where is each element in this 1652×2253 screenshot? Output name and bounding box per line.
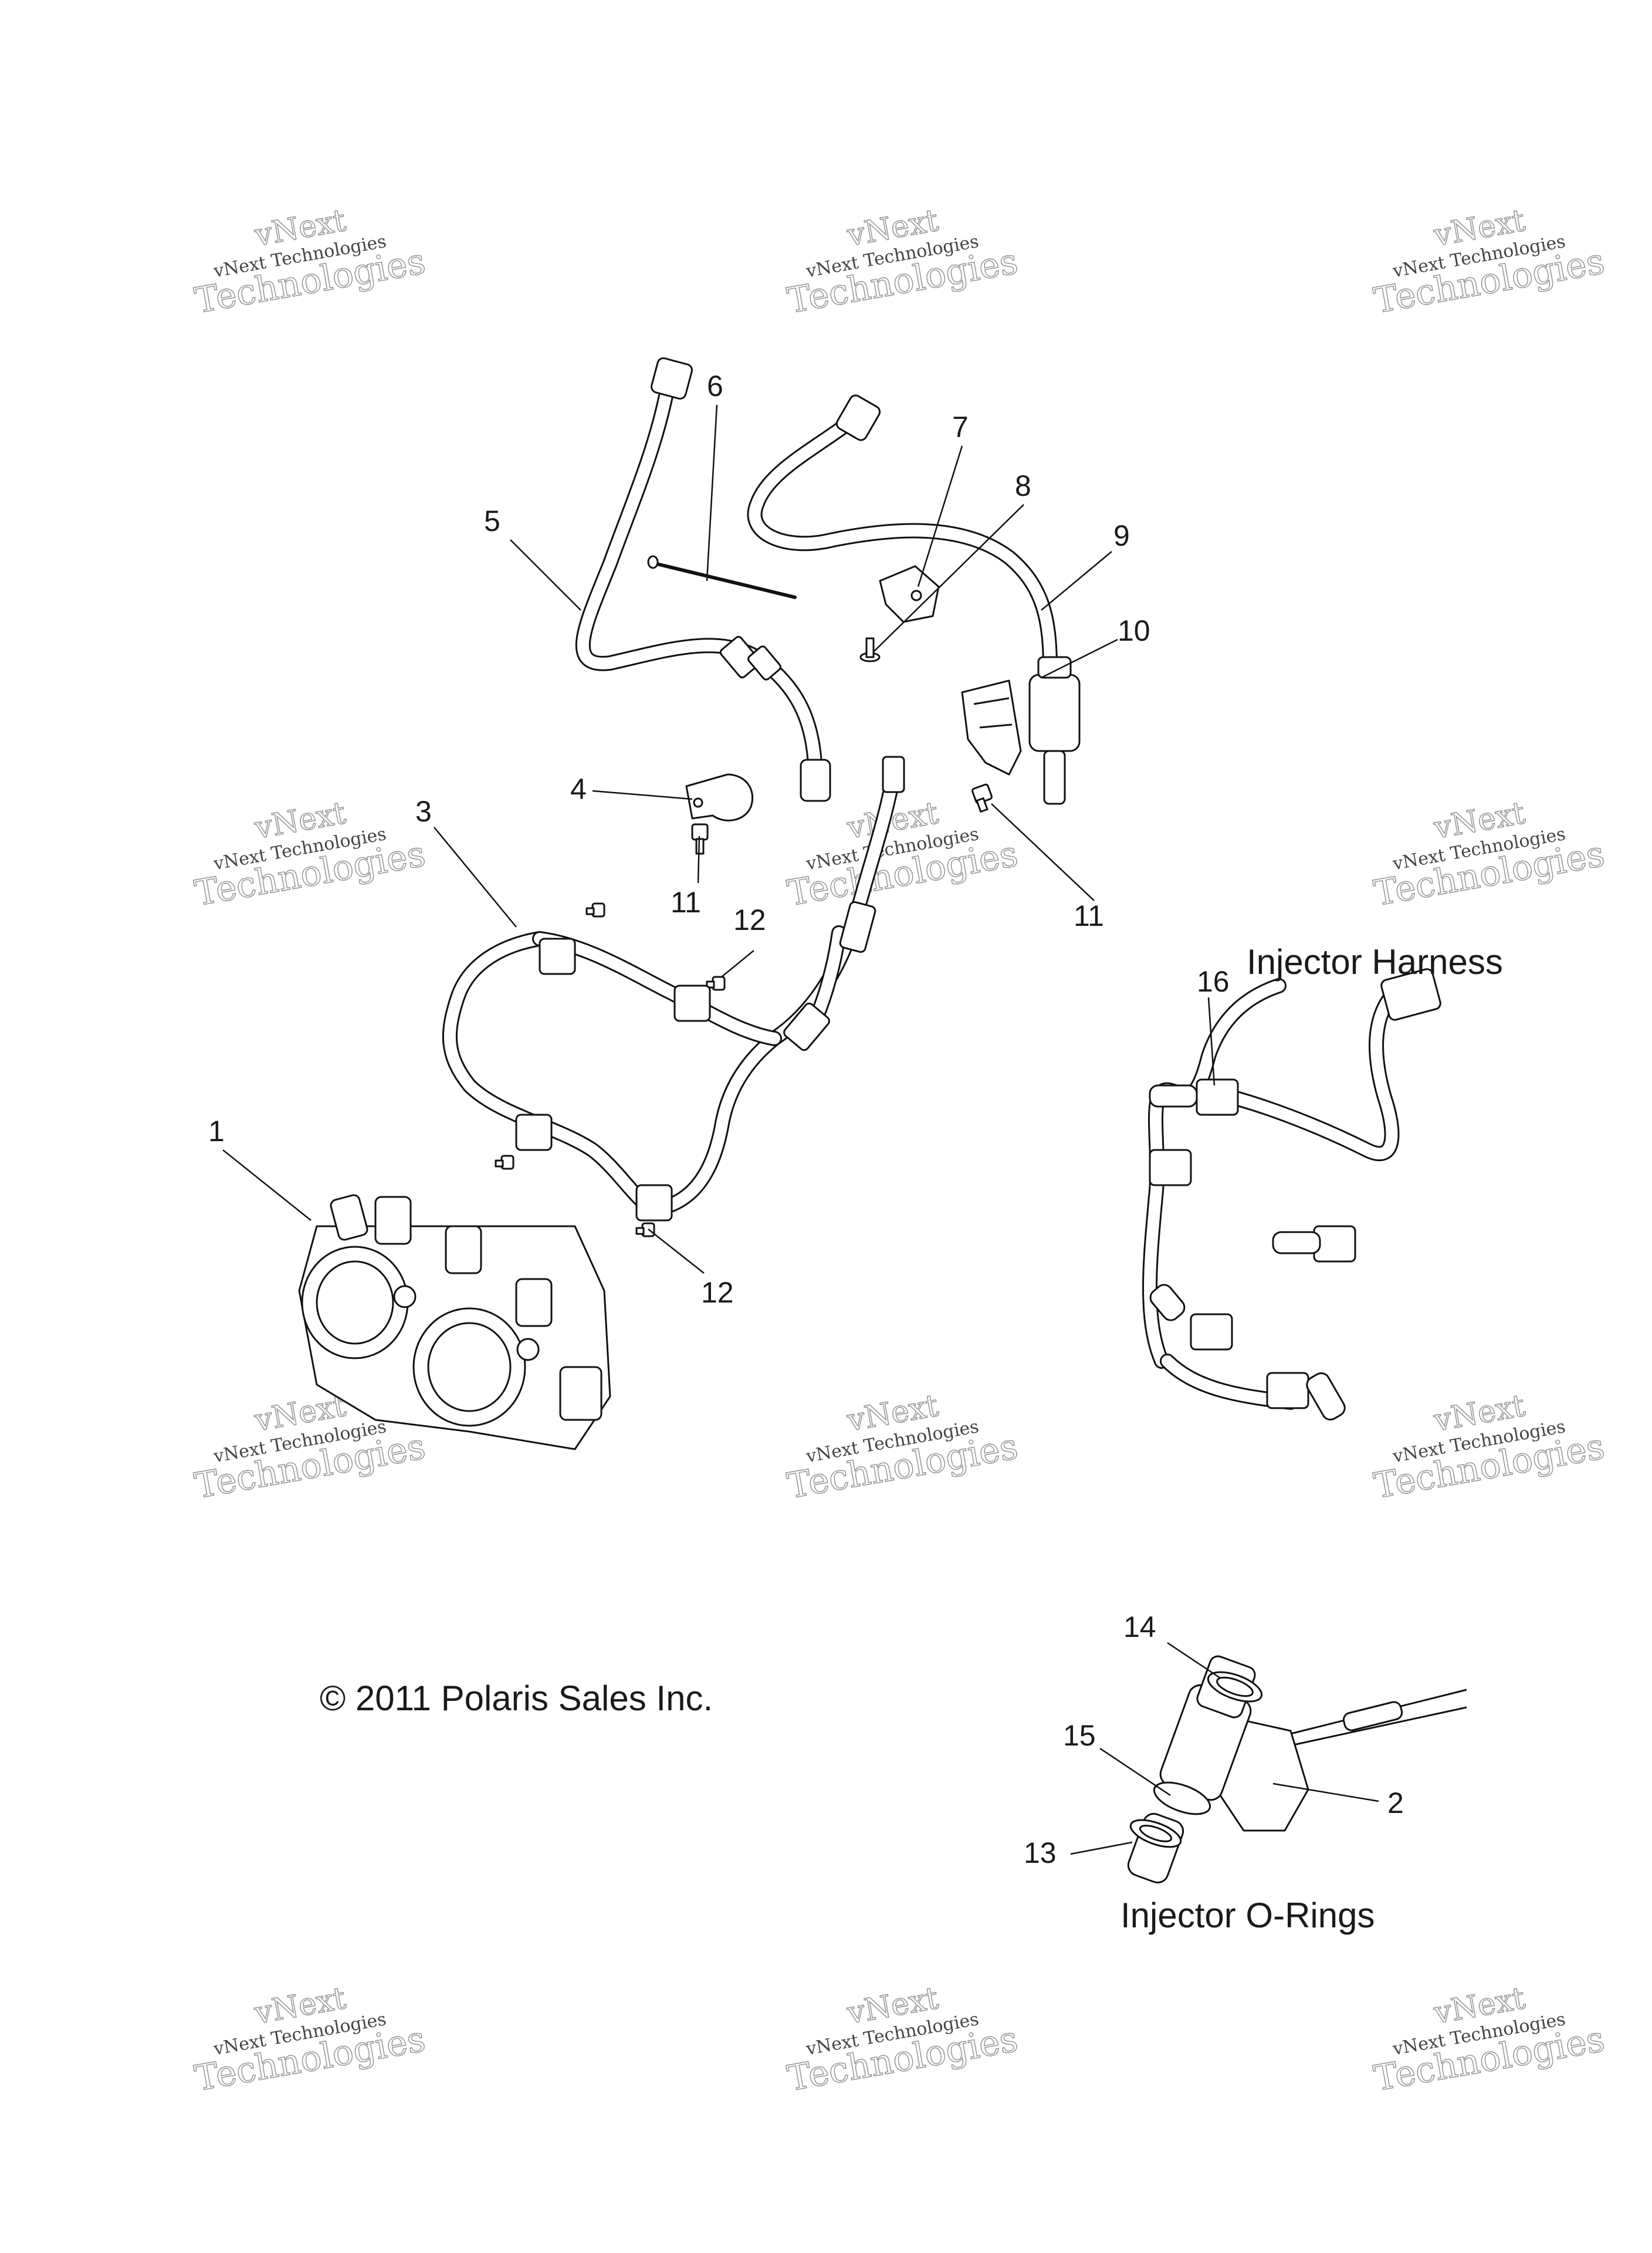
watermark-bottom-center: vNext vNext Technologies Technologies xyxy=(784,1980,1021,2100)
watermark-mid2-center: vNext vNext Technologies Technologies xyxy=(784,1388,1021,1507)
leader-lines xyxy=(222,404,1379,1855)
callout-13: 13 xyxy=(1024,1836,1057,1869)
part-13-seal xyxy=(1127,1812,1184,1884)
callout-14: 14 xyxy=(1123,1611,1156,1643)
callout-11-left: 11 xyxy=(671,886,701,919)
part-6-cable-tie xyxy=(647,555,797,599)
watermark-mid1-left: vNext vNext Technologies Technologies xyxy=(191,795,429,915)
watermark-mid2-right: vNext vNext Technologies Technologies xyxy=(1370,1388,1608,1507)
caption-injector-orings: Injector O-Rings xyxy=(1120,1896,1375,1935)
part-1-throttle-body xyxy=(298,1194,611,1450)
part-14-upper-oring xyxy=(1207,1671,1263,1703)
callout-numbers: 1 2 3 4 5 6 7 8 9 10 11 11 12 12 13 14 1… xyxy=(208,370,1404,1869)
callout-12-lower: 12 xyxy=(701,1276,734,1309)
callout-1: 1 xyxy=(208,1115,225,1148)
caption-injector-harness: Injector Harness xyxy=(1247,942,1503,982)
copyright-text: © 2011 Polaris Sales Inc. xyxy=(320,1679,713,1718)
callout-4: 4 xyxy=(570,773,587,806)
part-12-screws xyxy=(495,902,726,1237)
callout-7: 7 xyxy=(952,411,969,444)
part-8-push-pin xyxy=(859,637,881,662)
part-2-fuel-injector xyxy=(1159,1655,1467,1832)
part-10-filter-bracket xyxy=(961,656,1081,805)
callout-3: 3 xyxy=(415,795,432,828)
part-15-lower-oring xyxy=(1153,1781,1211,1815)
callout-5: 5 xyxy=(484,505,500,537)
part-3-fuel-rail xyxy=(442,756,905,1222)
watermark-bottom-right: vNext vNext Technologies Technologies xyxy=(1370,1980,1608,2100)
callout-16: 16 xyxy=(1197,965,1230,998)
callout-10: 10 xyxy=(1118,614,1150,647)
callout-2: 2 xyxy=(1387,1787,1404,1819)
part-5-fuel-hose xyxy=(575,357,831,802)
part-9-fuel-hose xyxy=(747,394,1058,676)
part-7-clip xyxy=(879,565,940,623)
watermark-top-left: vNext vNext Technologies Technologies xyxy=(191,202,429,322)
callout-11-right: 11 xyxy=(1074,899,1104,932)
callout-12-upper: 12 xyxy=(733,904,766,936)
watermark-top-right: vNext vNext Technologies Technologies xyxy=(1370,202,1608,322)
watermark-mid1-right: vNext vNext Technologies Technologies xyxy=(1370,795,1608,915)
callout-9: 9 xyxy=(1113,519,1130,552)
watermark-top-center: vNext vNext Technologies Technologies xyxy=(784,202,1021,322)
callout-6: 6 xyxy=(707,370,723,402)
callout-15: 15 xyxy=(1063,1719,1096,1752)
part-4-clamp xyxy=(685,773,754,821)
callout-8: 8 xyxy=(1015,469,1031,502)
watermark-bottom-left: vNext vNext Technologies Technologies xyxy=(191,1980,429,2100)
part-11-screw-right xyxy=(971,783,993,813)
part-16-injector-harness xyxy=(1142,968,1441,1421)
